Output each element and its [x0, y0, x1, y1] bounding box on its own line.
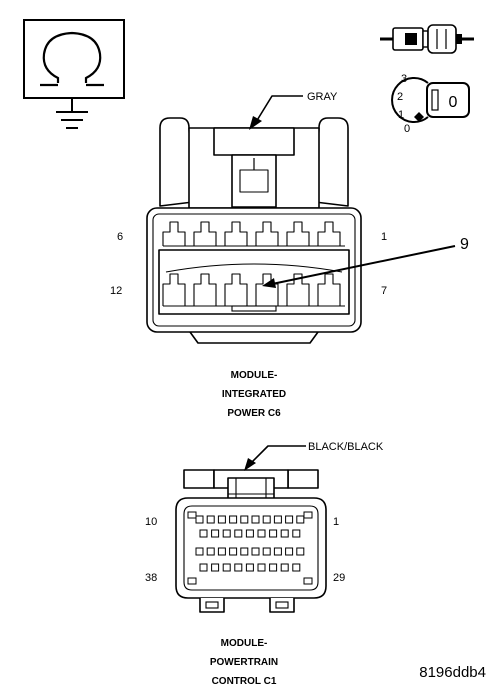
c1-pin-cavity: [229, 515, 238, 524]
ignition-key-icon: 0 3 2 1 0: [391, 73, 470, 135]
c6-top-row-terminals: [162, 221, 345, 247]
c1-pin-cavity: [217, 515, 226, 524]
c1-pin-cavity: [206, 515, 215, 524]
c1-pin-38-label: 38: [145, 572, 157, 584]
c1-pin-cavity: [251, 515, 260, 524]
c6-pin-12-label: 12: [110, 285, 122, 297]
c1-pin-cavity: [229, 547, 238, 556]
c1-name-line2: POWERTRAIN: [210, 657, 278, 668]
c1-corner-post: [187, 577, 197, 585]
c1-pin-cavity: [292, 563, 301, 572]
c1-pin-cavity: [257, 563, 266, 572]
c1-pin-cavity: [296, 515, 305, 524]
c1-pin-cavity: [296, 547, 305, 556]
c6-right-ear: [314, 117, 349, 207]
c1-name-line1: MODULE-: [221, 638, 268, 649]
c1-pin-cavity: [273, 515, 282, 524]
c6-pin-6-label: 6: [117, 231, 123, 243]
connector-side-view-icon: [380, 24, 474, 54]
c1-pin-cavity: [269, 563, 278, 572]
c1-pin-cavity: [245, 563, 254, 572]
c6-callout-number: 9: [460, 236, 469, 253]
connector-c1: [175, 445, 327, 613]
c1-pin-cavity: [251, 547, 260, 556]
c1-corner-post: [303, 511, 313, 519]
c1-pin-cavity: [217, 547, 226, 556]
c6-left-ear: [159, 117, 194, 207]
c1-pin-cavity: [234, 563, 243, 572]
c1-pin-cavity: [199, 529, 208, 538]
c6-cavity-frame: [158, 249, 350, 315]
ignition-position-3: 3: [401, 73, 407, 85]
c6-pin-7-label: 7: [381, 285, 387, 297]
c1-pin-cavity: [195, 547, 204, 556]
figure-id: 8196ddb4: [419, 664, 486, 681]
c1-pin-29-label: 29: [333, 572, 345, 584]
c6-body: [146, 207, 362, 333]
c1-pin-cavity: [262, 547, 271, 556]
c6-bottom-row-terminals: [162, 263, 345, 312]
c1-pin-cavity: [222, 529, 231, 538]
ohmmeter-icon: [23, 19, 125, 129]
c6-latch: [213, 127, 295, 156]
c1-pin-cavity: [292, 529, 301, 538]
connector-c6: [146, 95, 456, 344]
ignition-position-2: 2: [397, 91, 403, 103]
c1-pin-cavity: [240, 547, 249, 556]
c1-pin-cavity: [257, 529, 266, 538]
c1-name-line3: CONTROL C1: [212, 676, 277, 687]
c1-pin-cavity: [269, 529, 278, 538]
c6-name-line2: INTEGRATED: [222, 389, 286, 400]
c6-wire-color-label: GRAY: [307, 91, 338, 103]
ignition-position-0: 0: [404, 123, 410, 135]
c1-pin-cavity: [211, 563, 220, 572]
c1-pin-cavity: [245, 529, 254, 538]
c1-pin-cavity: [234, 529, 243, 538]
c1-pin-cavity: [206, 547, 215, 556]
c1-corner-post: [187, 511, 197, 519]
c1-pin-grid: [187, 511, 313, 585]
c6-name-line1: MODULE-: [231, 370, 278, 381]
c1-corner-post: [303, 577, 313, 585]
c1-wire-color-label: BLACK/BLACK: [308, 441, 384, 453]
c1-pin-cavity: [211, 529, 220, 538]
c1-pin-cavity: [222, 563, 231, 572]
c1-pin-1-label: 1: [333, 516, 339, 528]
c1-pin-cavity: [280, 563, 289, 572]
c1-pin-cavity: [240, 515, 249, 524]
c1-pin-cavity: [195, 515, 204, 524]
c1-pin-cavity: [280, 529, 289, 538]
c1-pin-cavity: [285, 515, 294, 524]
c6-name-line3: POWER C6: [227, 408, 281, 419]
c1-pin-cavity: [273, 547, 282, 556]
c1-pin-cavity: [199, 563, 208, 572]
ignition-key-label: 0: [449, 94, 458, 111]
c1-pin-cavity: [262, 515, 271, 524]
c1-pin-cavity: [285, 547, 294, 556]
c1-pin-10-label: 10: [145, 516, 157, 528]
c6-pin-1-label: 1: [381, 231, 387, 243]
ignition-position-1: 1: [398, 109, 404, 121]
